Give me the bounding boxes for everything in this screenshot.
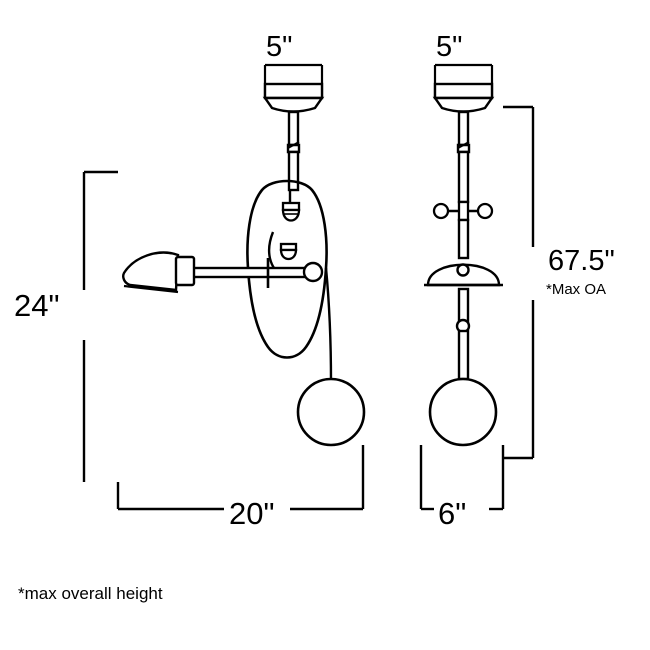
front-mid-socket <box>279 242 298 261</box>
front-globe <box>296 377 366 447</box>
side-lower-rod <box>455 287 471 381</box>
side-dome-shade <box>424 263 503 287</box>
dimension-label-bottom-right-width: 6" <box>438 496 467 531</box>
dimension-bottom-left <box>116 445 365 511</box>
front-downrod <box>286 110 301 192</box>
front-view-fixture <box>122 82 366 447</box>
dimension-left-height <box>82 170 118 482</box>
dimension-label-left-height: 24" <box>14 288 60 323</box>
footnote-text: *max overall height <box>18 584 163 603</box>
side-downrod <box>456 110 471 204</box>
front-cross-arm <box>188 258 324 288</box>
dimension-label-right-height-note: *Max OA <box>546 281 607 298</box>
front-globe-stem <box>324 267 333 383</box>
dimension-label-top-left-width: 5" <box>266 31 293 63</box>
front-upper-socket <box>281 201 301 222</box>
dimension-right-height <box>503 105 535 460</box>
side-mid-rod <box>457 218 470 260</box>
front-cone-shade <box>122 251 196 294</box>
dimension-label-right-height: 67.5" <box>548 245 615 277</box>
front-canopy <box>262 82 325 113</box>
side-view-fixture <box>424 82 503 447</box>
dimension-bottom-right <box>419 445 505 511</box>
side-canopy <box>432 82 495 113</box>
side-upper-arm <box>432 200 494 222</box>
side-globe <box>428 377 498 447</box>
dimension-label-bottom-left-width: 20" <box>229 496 275 531</box>
dimension-label-top-right-width: 5" <box>436 31 463 63</box>
